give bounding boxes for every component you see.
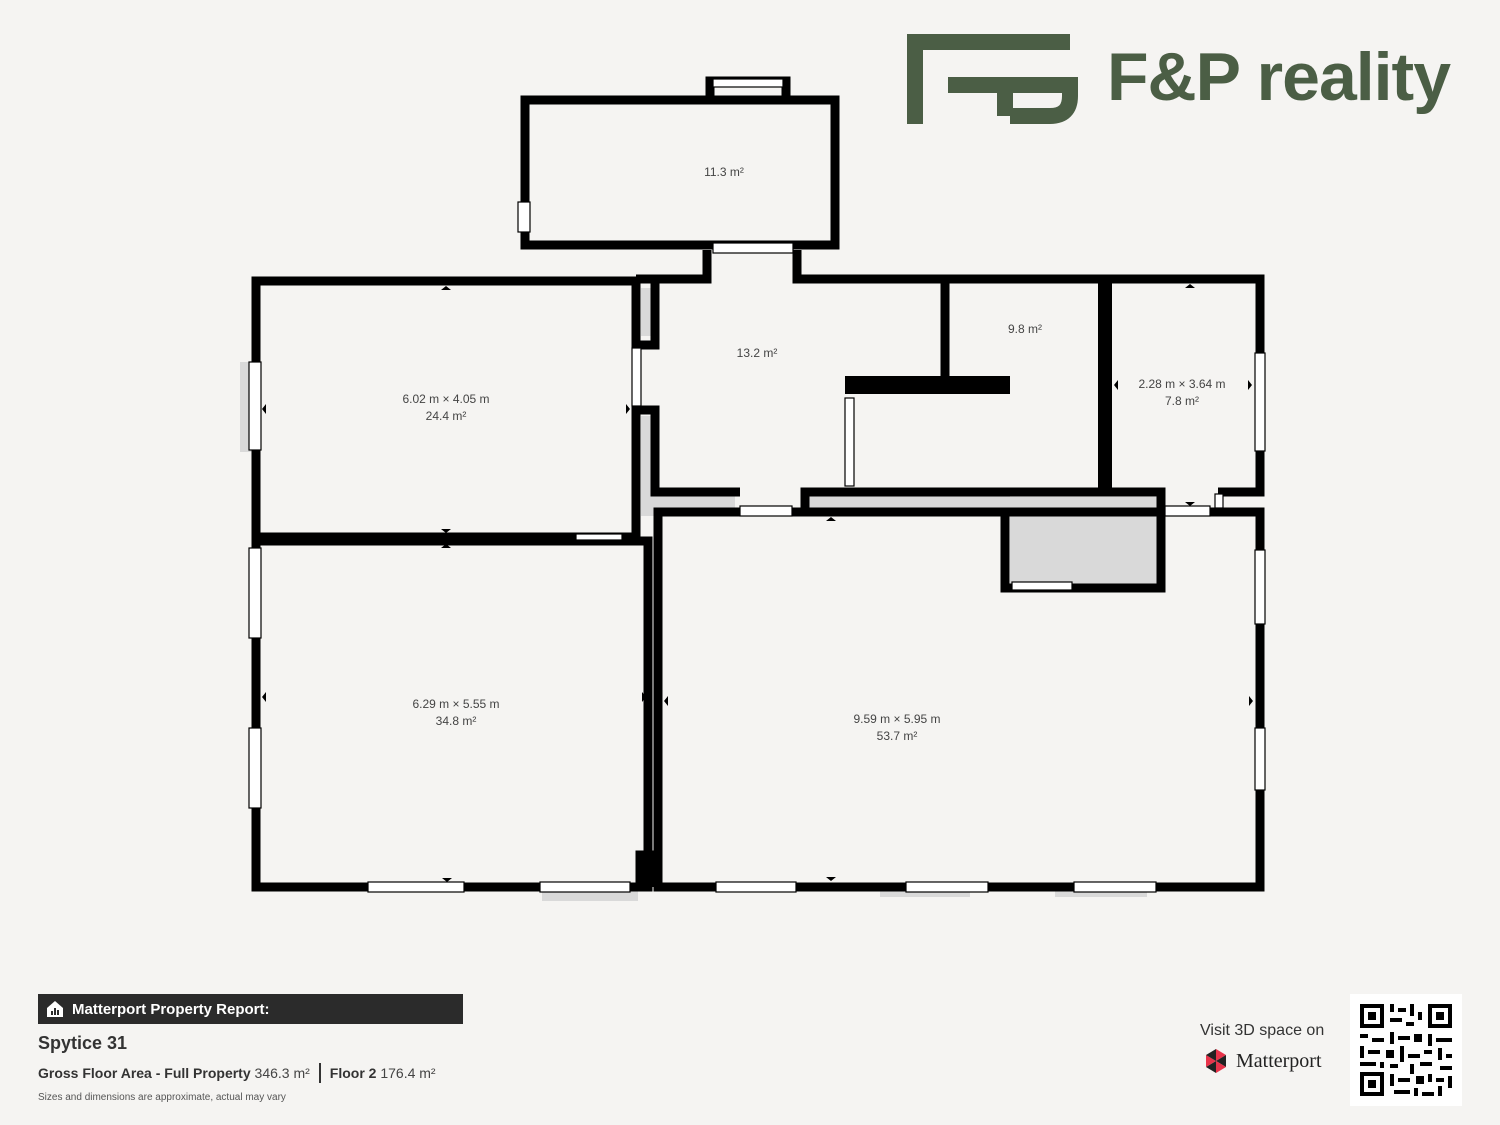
fp-monogram-icon bbox=[907, 34, 1078, 124]
matterport-link[interactable]: Matterport bbox=[1202, 1047, 1322, 1075]
east-room-dimensions: 2.28 m × 3.64 m bbox=[1138, 377, 1225, 391]
property-name: Spytice 31 bbox=[38, 1033, 128, 1053]
main-room-dimensions: 9.59 m × 5.95 m bbox=[853, 712, 940, 726]
area-summary: Gross Floor Area - Full Property 346.3 m… bbox=[38, 1063, 436, 1083]
west-lower-dimensions: 6.29 m × 5.55 m bbox=[412, 697, 499, 711]
stair-notch bbox=[635, 850, 660, 887]
hall-west-top bbox=[636, 250, 712, 284]
floor-label: Floor 2 bbox=[329, 1065, 377, 1081]
floor-area-value: 176.4 m² bbox=[380, 1065, 436, 1081]
report-header: Matterport Property Report: bbox=[38, 994, 463, 1024]
hall-east-top bbox=[792, 250, 1265, 497]
east-room-area: 7.8 m² bbox=[1165, 394, 1199, 408]
main-room-area: 53.7 m² bbox=[877, 729, 918, 743]
north-room-area: 11.3 m² bbox=[704, 165, 744, 179]
small-room-area: 9.8 m² bbox=[1008, 322, 1042, 336]
north-room-walls bbox=[520, 95, 840, 250]
hall-area: 13.2 m² bbox=[737, 346, 778, 360]
interior-partition bbox=[845, 376, 1010, 394]
gross-area-value: 346.3 m² bbox=[254, 1065, 310, 1081]
west-upper-area: 24.4 m² bbox=[426, 409, 467, 423]
service-niche-walls bbox=[800, 487, 1166, 593]
main-room-walls bbox=[653, 507, 1265, 892]
matterport-logo-icon bbox=[1206, 1049, 1226, 1073]
shaded-areas bbox=[240, 288, 1160, 901]
dimension-markers bbox=[262, 284, 1253, 882]
building-chart-icon bbox=[47, 1001, 63, 1017]
walls bbox=[251, 76, 1265, 892]
report-header-text: Matterport Property Report: bbox=[72, 1000, 270, 1018]
matterport-name: Matterport bbox=[1236, 1049, 1322, 1072]
west-lower-area: 34.8 m² bbox=[436, 714, 477, 728]
visit-text: Visit 3D space on bbox=[1200, 1022, 1325, 1039]
windows bbox=[248, 78, 1266, 893]
qr-code-icon[interactable] bbox=[1350, 994, 1462, 1106]
hall-south-wall bbox=[636, 405, 740, 497]
west-upper-dimensions: 6.02 m × 4.05 m bbox=[402, 392, 489, 406]
brand-name: F&P reality bbox=[1107, 39, 1451, 115]
gross-area-label: Gross Floor Area - Full Property bbox=[38, 1065, 251, 1081]
disclaimer: Sizes and dimensions are approximate, ac… bbox=[38, 1092, 286, 1103]
hall-door-wall bbox=[636, 279, 660, 350]
separator bbox=[318, 1063, 321, 1083]
